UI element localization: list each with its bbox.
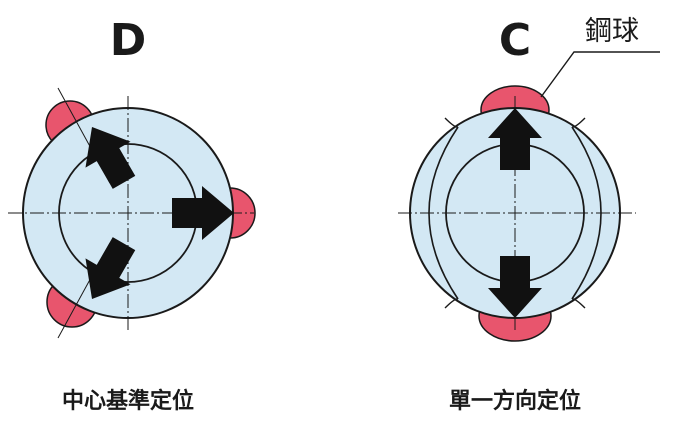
arrow-upper-left (85, 126, 136, 189)
arrow-lower-left (85, 237, 136, 300)
arrow-up (488, 108, 542, 170)
right-diagram: 鋼球 C 單一方向定位 (398, 15, 660, 414)
arrow-right (172, 186, 234, 240)
caption-single-direction-positioning: 單一方向定位 (449, 388, 581, 414)
notch-bottom-left (444, 298, 459, 309)
notch-top-right (571, 117, 586, 128)
arrow-down (488, 256, 542, 318)
left-diagram: D 中心基準定位 (8, 15, 256, 414)
letter-d: D (110, 15, 147, 66)
notch-bottom-right (571, 298, 586, 309)
callout-leader-line (540, 51, 660, 98)
letter-c: C (499, 15, 531, 66)
notch-top-left (444, 117, 459, 128)
caption-center-positioning: 中心基準定位 (62, 388, 194, 414)
callout-steel-ball-label: 鋼球 (585, 16, 639, 47)
